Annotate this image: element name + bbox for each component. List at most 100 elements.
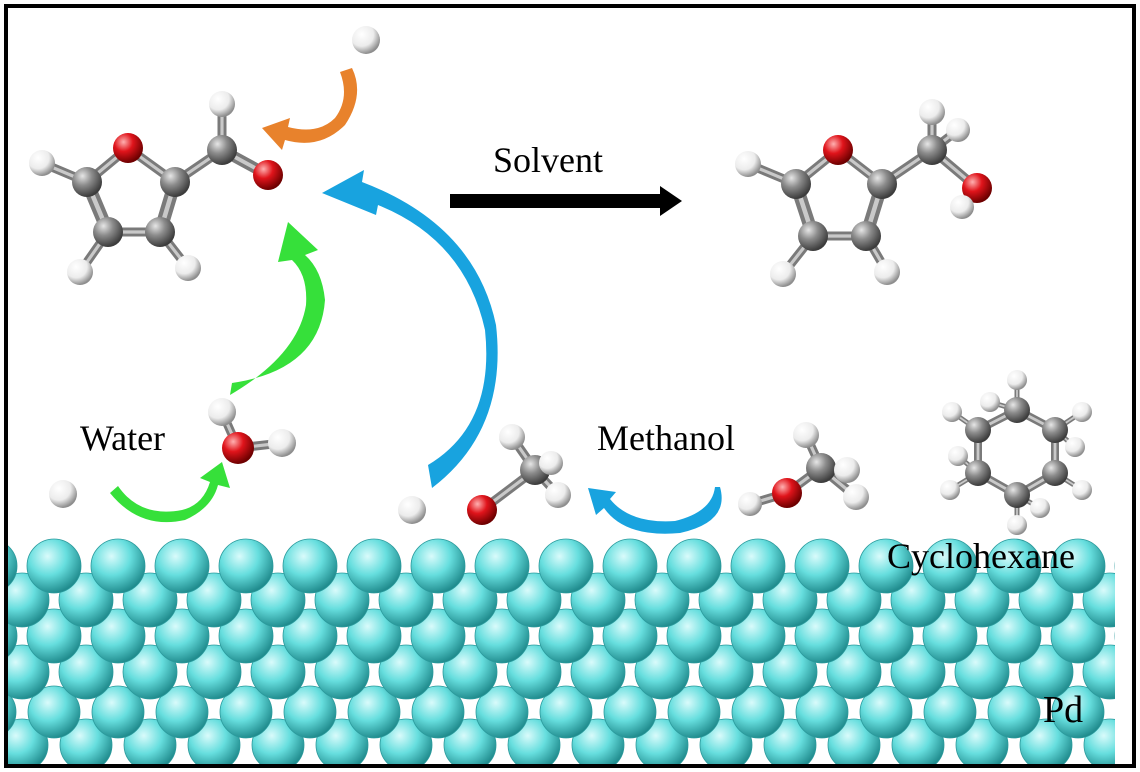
pd-atom: [698, 572, 754, 628]
pd-atom: [826, 644, 882, 700]
pd-atom: [154, 538, 210, 594]
pd-atom: [859, 685, 913, 739]
pd-atom: [794, 608, 850, 664]
pd-atom: [91, 685, 145, 739]
carbon-atom: [207, 135, 237, 165]
pd-atom: [474, 538, 530, 594]
pd-atom: [730, 608, 786, 664]
pd-atom: [858, 608, 914, 664]
pd-atom: [8, 692, 17, 732]
carbon-atom: [72, 167, 102, 197]
carbon-atom: [798, 221, 828, 251]
cyclohexane-label: Cyclohexane: [887, 536, 1075, 576]
pd-atom: [442, 644, 498, 700]
pd-atom: [154, 608, 210, 664]
pd-atom: [634, 572, 690, 628]
pd-atom: [986, 608, 1042, 664]
pd-atom: [90, 538, 146, 594]
pd-atom: [858, 538, 914, 594]
hydrogen-atom: [545, 482, 571, 508]
oxygen-atom: [467, 495, 497, 525]
carbon-atom: [1004, 397, 1030, 423]
hydrogen-atoms: [49, 26, 426, 524]
pd-atom: [1050, 538, 1106, 594]
pd-atom: [890, 572, 946, 628]
pd-atom: [250, 572, 306, 628]
hydrogen-atom: [843, 484, 869, 510]
hydrogen-atom: [738, 492, 762, 516]
carbon-atom: [145, 217, 175, 247]
hydrogen-atom: [793, 422, 819, 448]
pd-atom: [346, 608, 402, 664]
pd-atom: [475, 685, 529, 739]
pd-atom: [666, 538, 722, 594]
pd-atom: [282, 538, 338, 594]
orange-h-transfer-arrow: [262, 68, 358, 150]
pd-atom: [538, 608, 594, 664]
hydrogen-atom: [942, 402, 962, 422]
hydrogen-atom: [1007, 515, 1027, 535]
oxygen-atom: [253, 160, 283, 190]
hydrogen-atom: [770, 261, 796, 287]
pd-atom: [218, 538, 274, 594]
pd-atom: [795, 685, 849, 739]
carbon-atom: [867, 169, 897, 199]
carbon-atom: [965, 460, 991, 486]
hydrogen-atom: [539, 451, 563, 475]
hydrogen-atom: [209, 91, 235, 117]
pd-atom: [698, 644, 754, 700]
pd-atom: [954, 644, 1010, 700]
pd-atom: [314, 572, 370, 628]
hydrogen-atom: [67, 259, 93, 285]
hydrogen-atom: [980, 392, 1000, 412]
water-label: Water: [80, 418, 165, 458]
pd-atom: [411, 685, 465, 739]
methanol-molecule-adsorbed: [467, 424, 571, 525]
pd-atom: [410, 538, 466, 594]
carbon-atom: [1042, 417, 1068, 443]
hydrogen-atom: [268, 429, 296, 457]
pd-atom: [283, 685, 337, 739]
pd-atom: [58, 572, 114, 628]
hydrogen-atom: [874, 259, 900, 285]
pd-atom: [1051, 685, 1105, 739]
pd-atom: [122, 572, 178, 628]
carbon-atom: [160, 167, 190, 197]
oxygen-atom: [823, 135, 853, 165]
pd-atom: [506, 572, 562, 628]
pd-atom: [122, 644, 178, 700]
pd-atom: [986, 538, 1042, 594]
pd-atom: [90, 608, 146, 664]
oxygen-atom: [222, 432, 254, 464]
furfuryl-alcohol-molecule: [735, 99, 992, 287]
green-arrow-to-furfural: [230, 222, 325, 395]
pd-atom: [1018, 644, 1074, 700]
pd-atom: [922, 538, 978, 594]
pd-atom: [218, 608, 274, 664]
pd-atom: [219, 685, 273, 739]
oxygen-atom: [772, 478, 802, 508]
carbon-atom: [1042, 460, 1068, 486]
pd-atom: [58, 644, 114, 700]
pd-atom: [282, 608, 338, 664]
hydrogen-atom: [1065, 437, 1085, 457]
pd-atom: [762, 644, 818, 700]
hydrogen-atom: [946, 118, 970, 142]
hydrogen-atom: [735, 151, 761, 177]
hydrogen-atom: [1072, 480, 1092, 500]
pd-atom: [570, 644, 626, 700]
pd-atom: [26, 538, 82, 594]
pd-atom: [603, 685, 657, 739]
pd-atom: [890, 644, 946, 700]
hydrogen-atom: [1072, 402, 1092, 422]
pd-atom: [314, 644, 370, 700]
hydrogen-atom: [352, 26, 380, 54]
green-arrow-from-surface: [110, 462, 230, 523]
solvent-label: Solvent: [493, 140, 603, 180]
blue-arrow-to-furfural: [322, 170, 498, 488]
pd-atom: [378, 644, 434, 700]
pd-atom: [186, 572, 242, 628]
pd-atom: [506, 644, 562, 700]
oxygen-atom: [962, 173, 992, 203]
